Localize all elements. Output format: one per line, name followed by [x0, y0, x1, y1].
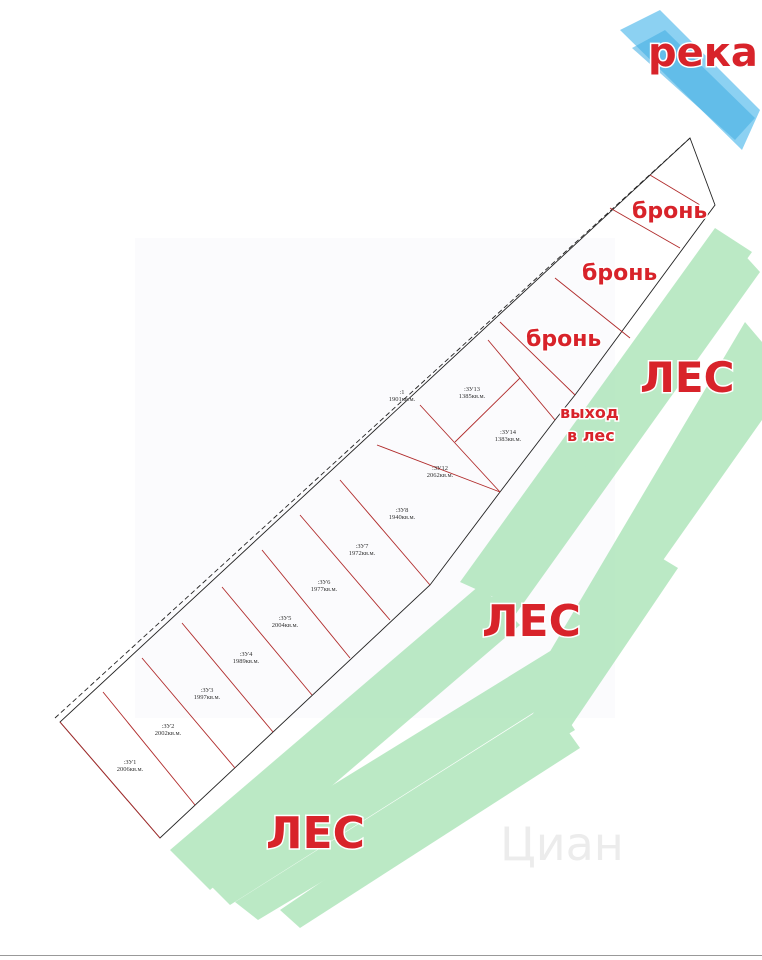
forest-strips [170, 228, 762, 928]
river-band [620, 10, 760, 150]
reserved-label-1: бронь [632, 199, 707, 224]
forest-label-right: ЛЕС [640, 353, 734, 402]
reserved-label-3: бронь [526, 327, 601, 352]
exit-label-line1: выход [560, 403, 619, 422]
forest-label-middle: ЛЕС [482, 596, 581, 647]
watermark-logo: Циан [500, 817, 624, 871]
forest-label-bottom: ЛЕС [266, 808, 365, 859]
river-label: река [648, 30, 758, 76]
exit-label-line2: в лес [567, 426, 615, 445]
reserved-label-2: бронь [582, 261, 657, 286]
plot-dividers [59, 174, 701, 839]
bottom-divider [0, 955, 762, 956]
